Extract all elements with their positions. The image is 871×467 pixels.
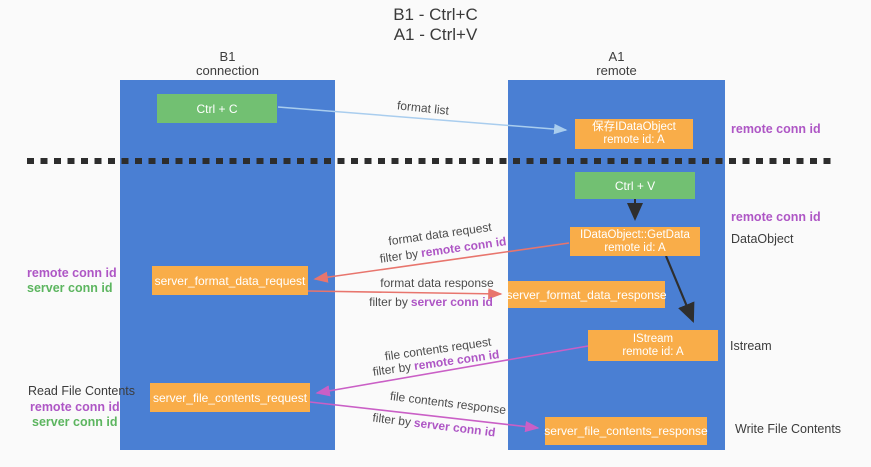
annotation-left-remote-conn-id-bottom: remote conn id [30, 400, 120, 414]
format-data-response-label: format data response [380, 276, 494, 290]
getdata-line2: remote id: A [604, 241, 666, 254]
file-contents-response-label: file contents response [389, 388, 507, 418]
lane-a1-title: A1 [608, 49, 625, 64]
lane-b1-title: B1 [219, 49, 236, 64]
filter-by-text: filter by [378, 246, 420, 266]
ctrl-v-label: Ctrl + V [614, 178, 656, 193]
filter-by-text: filter by [371, 410, 412, 430]
format-data-response-arrow [307, 288, 503, 300]
node-idataobject-getdata: IDataObject::GetData remote id: A [570, 227, 700, 256]
annotation-write-file-contents: Write File Contents [735, 422, 842, 436]
diagram-title: B1 - Ctrl+C A1 - Ctrl+V [0, 5, 871, 45]
node-server-format-data-response: server_format_data_response [506, 281, 667, 308]
istream-line2: remote id: A [622, 345, 684, 358]
lane-b1-subtitle: connection [196, 63, 259, 78]
format-list-label: format list [396, 98, 450, 118]
server-file-contents-request-label: server_file_contents_request [152, 390, 308, 405]
lane-header-a1: A1 remote [508, 50, 725, 78]
node-istream: IStream remote id: A [588, 330, 718, 361]
server-file-contents-response-label: server_file_contents_response [544, 424, 708, 438]
annotation-dataobject: DataObject [731, 232, 794, 246]
annotation-istream: Istream [730, 339, 772, 353]
title-line-2: A1 - Ctrl+V [393, 25, 478, 44]
istream-line1: IStream [632, 332, 674, 345]
lane-a1-subtitle: remote [596, 63, 637, 78]
node-server-format-data-request: server_format_data_request [152, 266, 308, 295]
server-conn-id-highlight: server conn id [413, 415, 497, 440]
server-format-data-response-label: server_format_data_response [506, 287, 667, 302]
node-ctrl-c: Ctrl + C [157, 94, 277, 123]
annotation-left-server-conn-id-mid: server conn id [27, 281, 113, 295]
session-separator-dashed-line [27, 158, 833, 164]
server-format-data-request-label: server_format_data_request [154, 273, 306, 288]
annotation-read-file-contents: Read File Contents [28, 384, 136, 398]
annotation-left-remote-conn-id-mid: remote conn id [27, 266, 117, 280]
lane-header-b1: B1 connection [120, 50, 335, 78]
filter-by-server-conn-id-label-2: filter byserver conn id [372, 411, 497, 440]
node-ctrl-v: Ctrl + V [575, 172, 695, 199]
save-idataobject-line2: remote id: A [603, 134, 665, 146]
getdata-line1: IDataObject::GetData [580, 228, 690, 241]
filter-by-text: filter by [369, 295, 408, 309]
annotation-remote-conn-id-top: remote conn id [731, 122, 821, 136]
ctrl-c-label: Ctrl + C [196, 101, 238, 116]
node-server-file-contents-request: server_file_contents_request [150, 383, 310, 412]
title-line-1: B1 - Ctrl+C [393, 5, 478, 24]
filter-by-text: filter by [371, 359, 413, 379]
node-save-idataobject: 保存IDataObject remote id: A [575, 119, 693, 149]
annotation-remote-conn-id-mid: remote conn id [731, 210, 821, 224]
node-server-file-contents-response: server_file_contents_response [544, 417, 708, 445]
save-idataobject-line1: 保存IDataObject [592, 121, 676, 133]
annotation-left-server-conn-id-bottom: server conn id [32, 415, 118, 429]
server-conn-id-highlight: server conn id [410, 295, 493, 309]
